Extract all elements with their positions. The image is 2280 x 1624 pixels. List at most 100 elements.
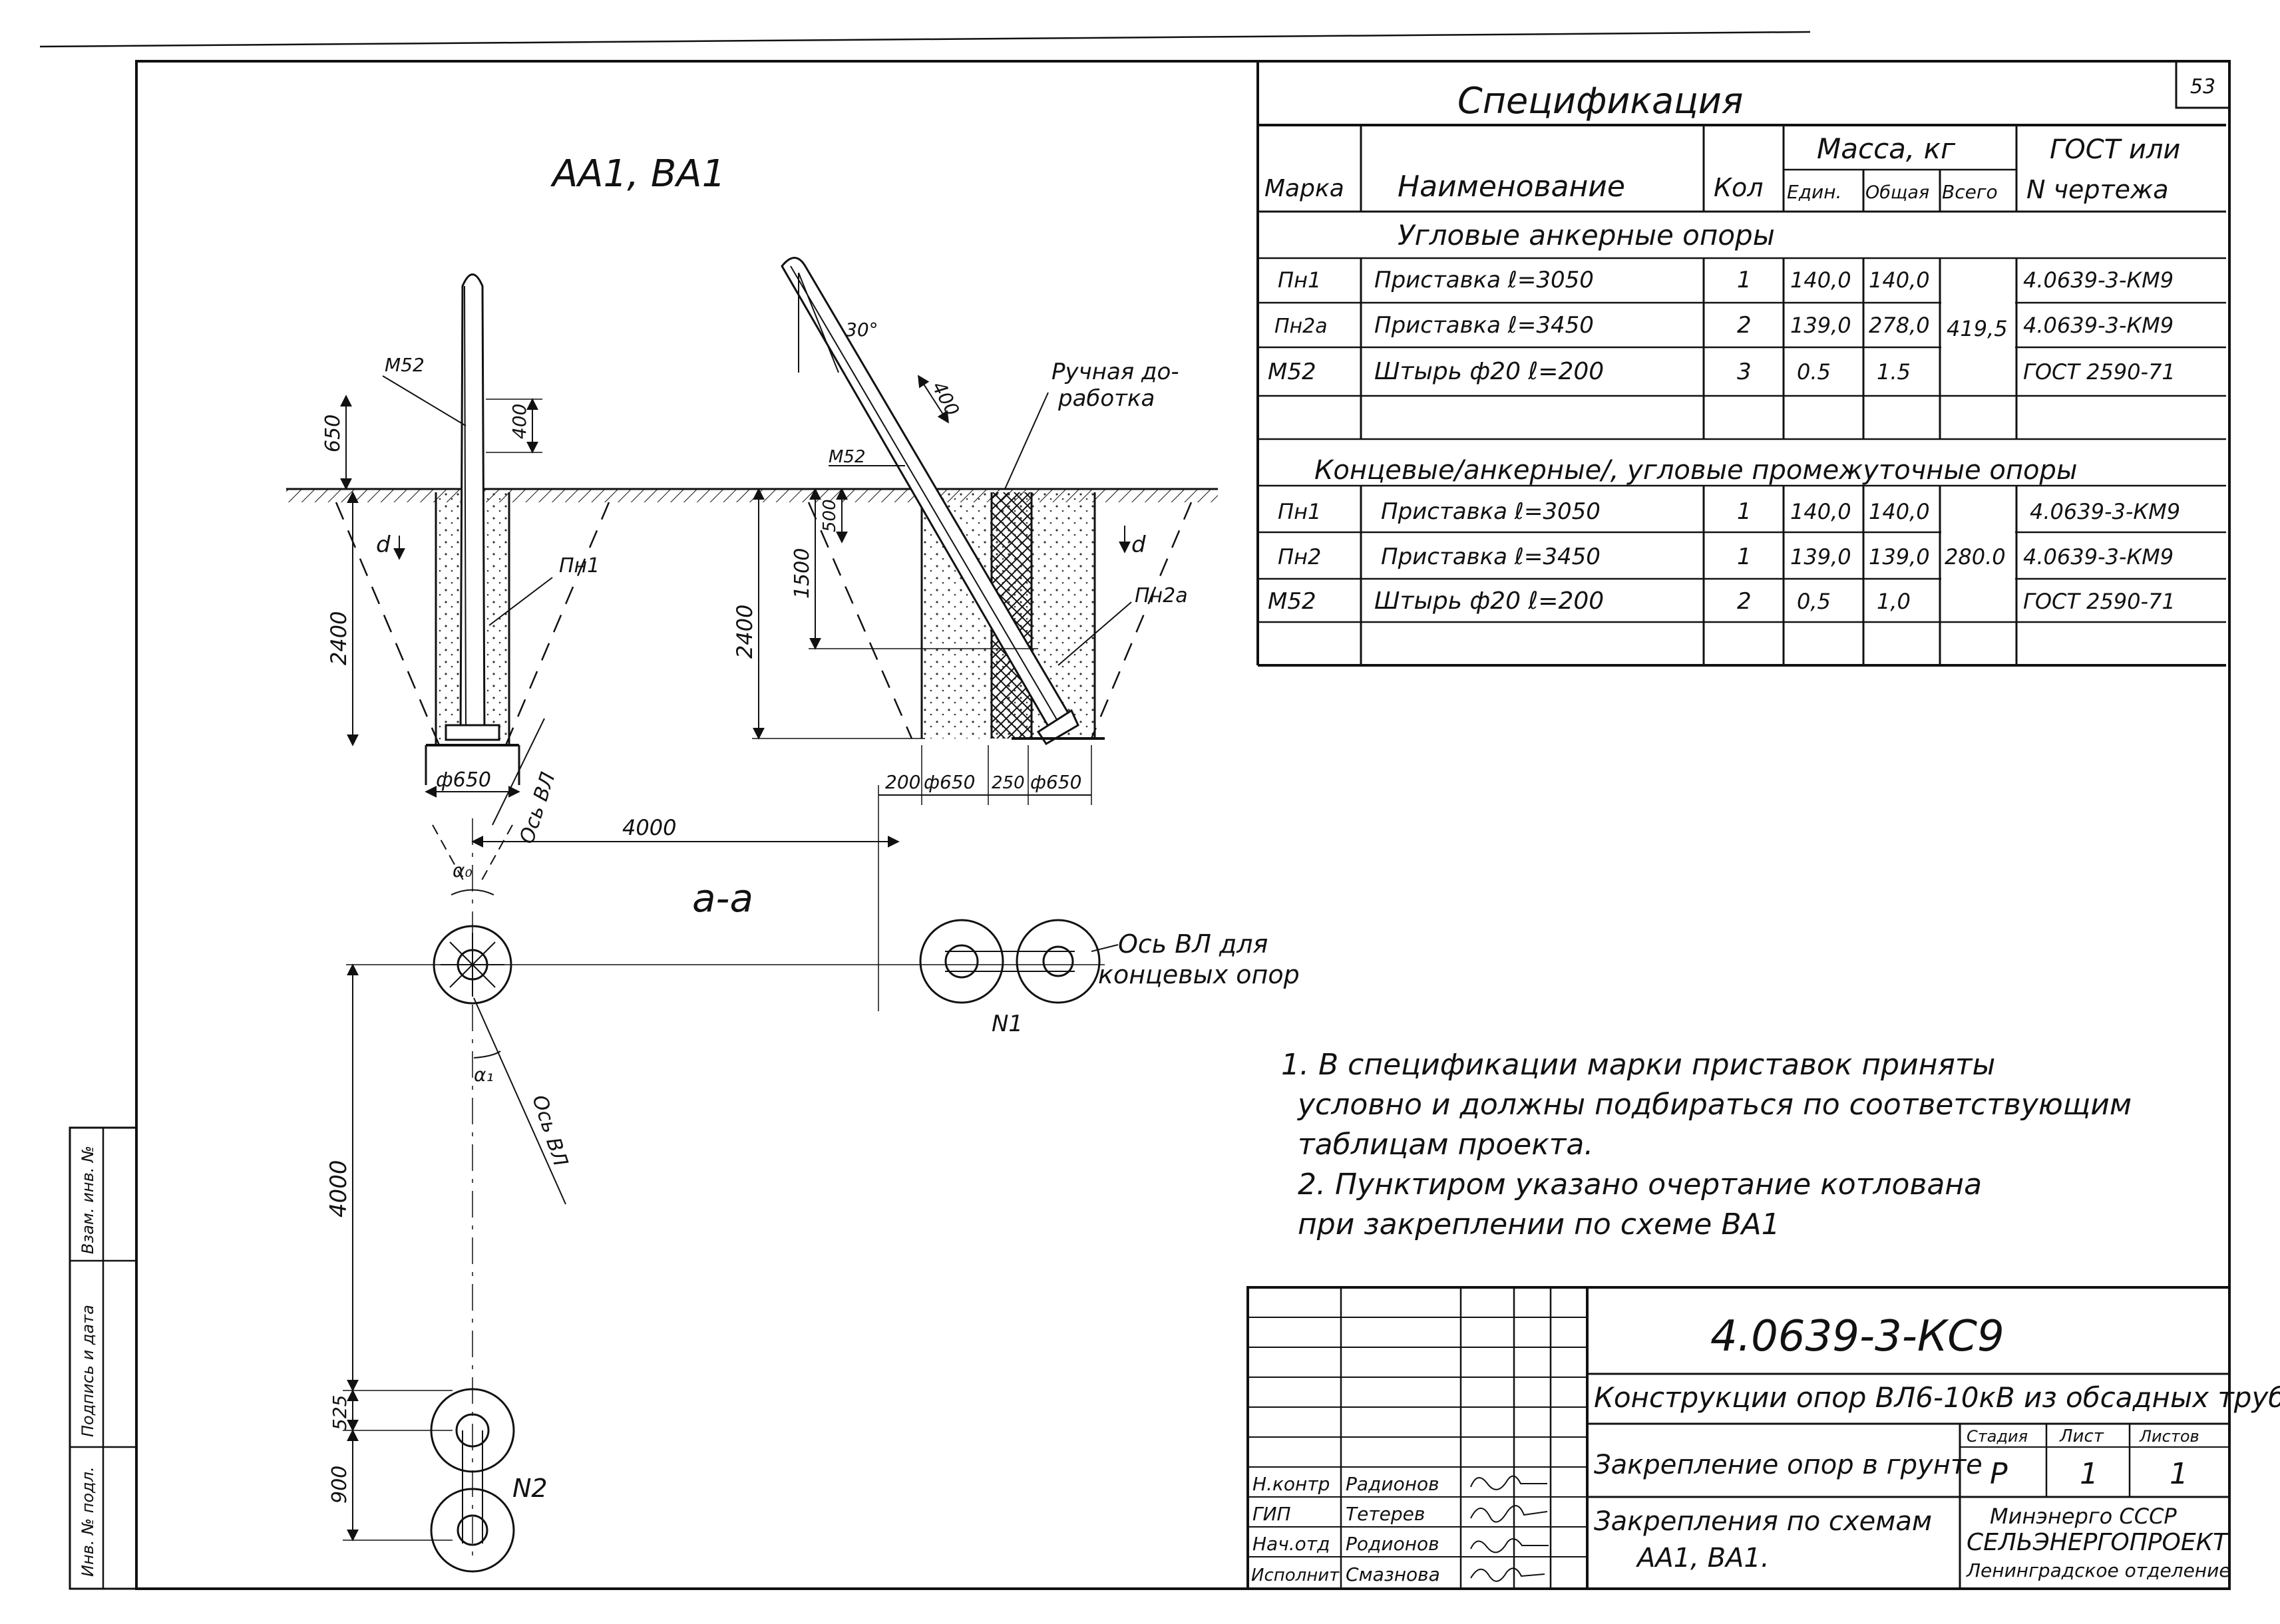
svg-text:Приставка ℓ=3450: Приставка ℓ=3450 bbox=[1381, 544, 1601, 570]
spec-row: М52 Штырь ф20 ℓ=200 2 0,5 1,0 ГОСТ 2590-… bbox=[1268, 587, 2176, 615]
note-line: таблицам проекта. bbox=[1298, 1128, 1593, 1162]
svg-text:Пн1: Пн1 bbox=[1278, 267, 1321, 293]
svg-text:Штырь ф20 ℓ=200: Штырь ф20 ℓ=200 bbox=[1374, 358, 1604, 385]
svg-text:Листов: Листов bbox=[2139, 1427, 2199, 1446]
svg-text:2400: 2400 bbox=[326, 611, 351, 665]
node-label-n1: N1 bbox=[992, 1011, 1023, 1037]
spec-title: Спецификация bbox=[1457, 80, 1743, 122]
svg-text:140,0: 140,0 bbox=[1790, 499, 1851, 524]
svg-text:Стадия: Стадия bbox=[1967, 1427, 2028, 1446]
note-line: 1. В спецификации марки приставок принят… bbox=[1281, 1048, 1995, 1082]
plan-node-n2 bbox=[430, 1388, 515, 1573]
svg-text:Родионов: Родионов bbox=[1346, 1533, 1439, 1555]
dimension-1500: 1500 bbox=[791, 488, 1038, 650]
dimension-bottom-right: 200 ф650 250 ф650 bbox=[878, 745, 1092, 1011]
svg-text:4.0639-3-КМ9: 4.0639-3-КМ9 bbox=[2030, 499, 2180, 524]
svg-text:Наименование: Наименование bbox=[1398, 170, 1625, 204]
svg-text:Лист: Лист bbox=[2059, 1426, 2104, 1446]
view-title: АА1, ВА1 bbox=[550, 152, 725, 196]
side-stamp: Инв. № подл. Подпись и дата Взам. инв. № bbox=[69, 1126, 138, 1590]
spec-total-2: 280.0 bbox=[1945, 544, 2006, 569]
svg-text:Пн2а: Пн2а bbox=[1274, 315, 1328, 338]
svg-text:М52: М52 bbox=[1268, 588, 1316, 615]
svg-text:4.0639-3-КМ9: 4.0639-3-КМ9 bbox=[2023, 313, 2174, 338]
node-label-n2: N2 bbox=[512, 1474, 548, 1503]
note-line: 2. Пунктиром указано очертание котлована bbox=[1298, 1168, 1982, 1202]
svg-text:1,0: 1,0 bbox=[1877, 589, 1911, 614]
svg-text:Штырь ф20 ℓ=200: Штырь ф20 ℓ=200 bbox=[1374, 587, 1604, 615]
left-pole-assembly bbox=[335, 273, 610, 785]
svg-text:Приставка ℓ=3050: Приставка ℓ=3050 bbox=[1374, 267, 1594, 293]
svg-text:139,0: 139,0 bbox=[1790, 544, 1851, 569]
svg-text:ГОСТ 2590-71: ГОСТ 2590-71 bbox=[2023, 359, 2176, 385]
plan-node-n1 bbox=[919, 919, 1119, 1004]
svg-text:ГОСТ 2590-71: ГОСТ 2590-71 bbox=[2023, 589, 2176, 614]
dimension-2400-right: 2400 bbox=[732, 488, 925, 740]
construction-title: Конструкции опор ВЛ6-10кВ из обсадных тр… bbox=[1594, 1381, 2280, 1414]
signature-scribbles bbox=[1470, 1475, 1549, 1582]
org-line-3: Ленинградское отделение bbox=[1966, 1559, 2231, 1581]
page-number-box: 53 bbox=[2175, 60, 2231, 109]
svg-text:3: 3 bbox=[1737, 359, 1752, 385]
svg-text:139,0: 139,0 bbox=[1790, 313, 1851, 338]
label-m52-right: М52 bbox=[829, 447, 866, 467]
dimension-2400-left: 2400 bbox=[326, 491, 359, 746]
plan-node-top bbox=[346, 818, 1105, 1563]
stage-value: Р bbox=[1990, 1457, 2008, 1491]
svg-text:400: 400 bbox=[508, 404, 530, 439]
svg-text:1: 1 bbox=[1737, 544, 1752, 570]
svg-text:Нач.отд: Нач.отд bbox=[1252, 1533, 1330, 1555]
stamp-inv-no: Инв. № подл. bbox=[79, 1466, 97, 1577]
svg-text:1: 1 bbox=[1737, 267, 1752, 293]
label-axis-end-1: Ось ВЛ для bbox=[1118, 929, 1268, 959]
note-line: условно и должны подбираться по соответс… bbox=[1296, 1088, 2132, 1122]
dimension-500: 500 bbox=[820, 488, 848, 544]
label-m52-left: М52 bbox=[385, 354, 425, 376]
page-number: 53 bbox=[2190, 75, 2215, 98]
spec-row: Пн2 Приставка ℓ=3450 1 139,0 139,0 4.063… bbox=[1278, 544, 2174, 570]
svg-text:140,0: 140,0 bbox=[1790, 267, 1851, 293]
svg-text:140,0: 140,0 bbox=[1869, 267, 1930, 293]
svg-text:ГИП: ГИП bbox=[1252, 1503, 1291, 1525]
svg-text:ГОСТ или: ГОСТ или bbox=[2050, 134, 2180, 165]
label-pn2a-right: Пн2а bbox=[1135, 584, 1188, 607]
label-d-left: d bbox=[376, 532, 391, 558]
svg-text:2: 2 bbox=[1737, 312, 1752, 339]
schemes-line-1: Закрепления по схемам bbox=[1594, 1506, 1932, 1537]
svg-text:Радионов: Радионов bbox=[1346, 1473, 1439, 1495]
section-label: а-а bbox=[692, 876, 753, 921]
note-line: при закреплении по схеме ВА1 bbox=[1298, 1208, 1780, 1241]
label-d-right: d bbox=[1131, 532, 1146, 558]
dimension-4000-horizontal: 4000 bbox=[471, 815, 900, 848]
svg-text:1.5: 1.5 bbox=[1877, 359, 1911, 385]
spec-row: Пн2а Приставка ℓ=3450 2 139,0 278,0 4.06… bbox=[1274, 312, 2174, 339]
svg-text:Един.: Един. bbox=[1787, 181, 1841, 203]
svg-text:525: 525 bbox=[329, 1395, 351, 1430]
svg-text:Приставка ℓ=3450: Приставка ℓ=3450 bbox=[1374, 312, 1594, 339]
dimension-900: 900 bbox=[328, 1429, 453, 1542]
title-block: 4.0639-3-КС9 Конструкции опор ВЛ6-10кВ и… bbox=[1246, 1286, 2280, 1590]
svg-text:4.0639-3-КМ9: 4.0639-3-КМ9 bbox=[2023, 544, 2174, 569]
svg-text:4000: 4000 bbox=[622, 815, 676, 840]
svg-text:500: 500 bbox=[820, 499, 840, 532]
signature-row: Исполнит Смазнова bbox=[1251, 1563, 1440, 1585]
svg-text:Смазнова: Смазнова bbox=[1346, 1563, 1440, 1585]
svg-text:Исполнит: Исполнит bbox=[1251, 1565, 1340, 1585]
spec-section-1: Угловые анкерные опоры bbox=[1398, 219, 1775, 251]
org-line-1: Минэнерго СССР bbox=[1990, 1504, 2177, 1529]
label-pn1-left: Пн1 bbox=[559, 554, 600, 577]
svg-text:140,0: 140,0 bbox=[1869, 499, 1930, 524]
sheet-value: 1 bbox=[2080, 1457, 2098, 1491]
label-axis-vl-lower: Ось ВЛ bbox=[527, 1092, 572, 1170]
spec-total-1: 419,5 bbox=[1947, 316, 2008, 341]
svg-text:Кол: Кол bbox=[1714, 173, 1764, 202]
svg-text:Тетерев: Тетерев bbox=[1346, 1503, 1425, 1525]
svg-text:200: 200 bbox=[885, 771, 920, 793]
signature-row: Н.контр Радионов bbox=[1252, 1473, 1439, 1495]
schemes-line-2: АА1, ВА1. bbox=[1635, 1543, 1770, 1573]
org-line-2: СЕЛЬЭНЕРГОПРОЕКТ bbox=[1967, 1529, 2229, 1556]
svg-text:650: 650 bbox=[321, 414, 345, 452]
label-axis-vl-upper: Ось ВЛ bbox=[515, 770, 560, 847]
svg-text:ф650: ф650 bbox=[436, 768, 491, 792]
svg-text:Пн1: Пн1 bbox=[1278, 499, 1321, 524]
